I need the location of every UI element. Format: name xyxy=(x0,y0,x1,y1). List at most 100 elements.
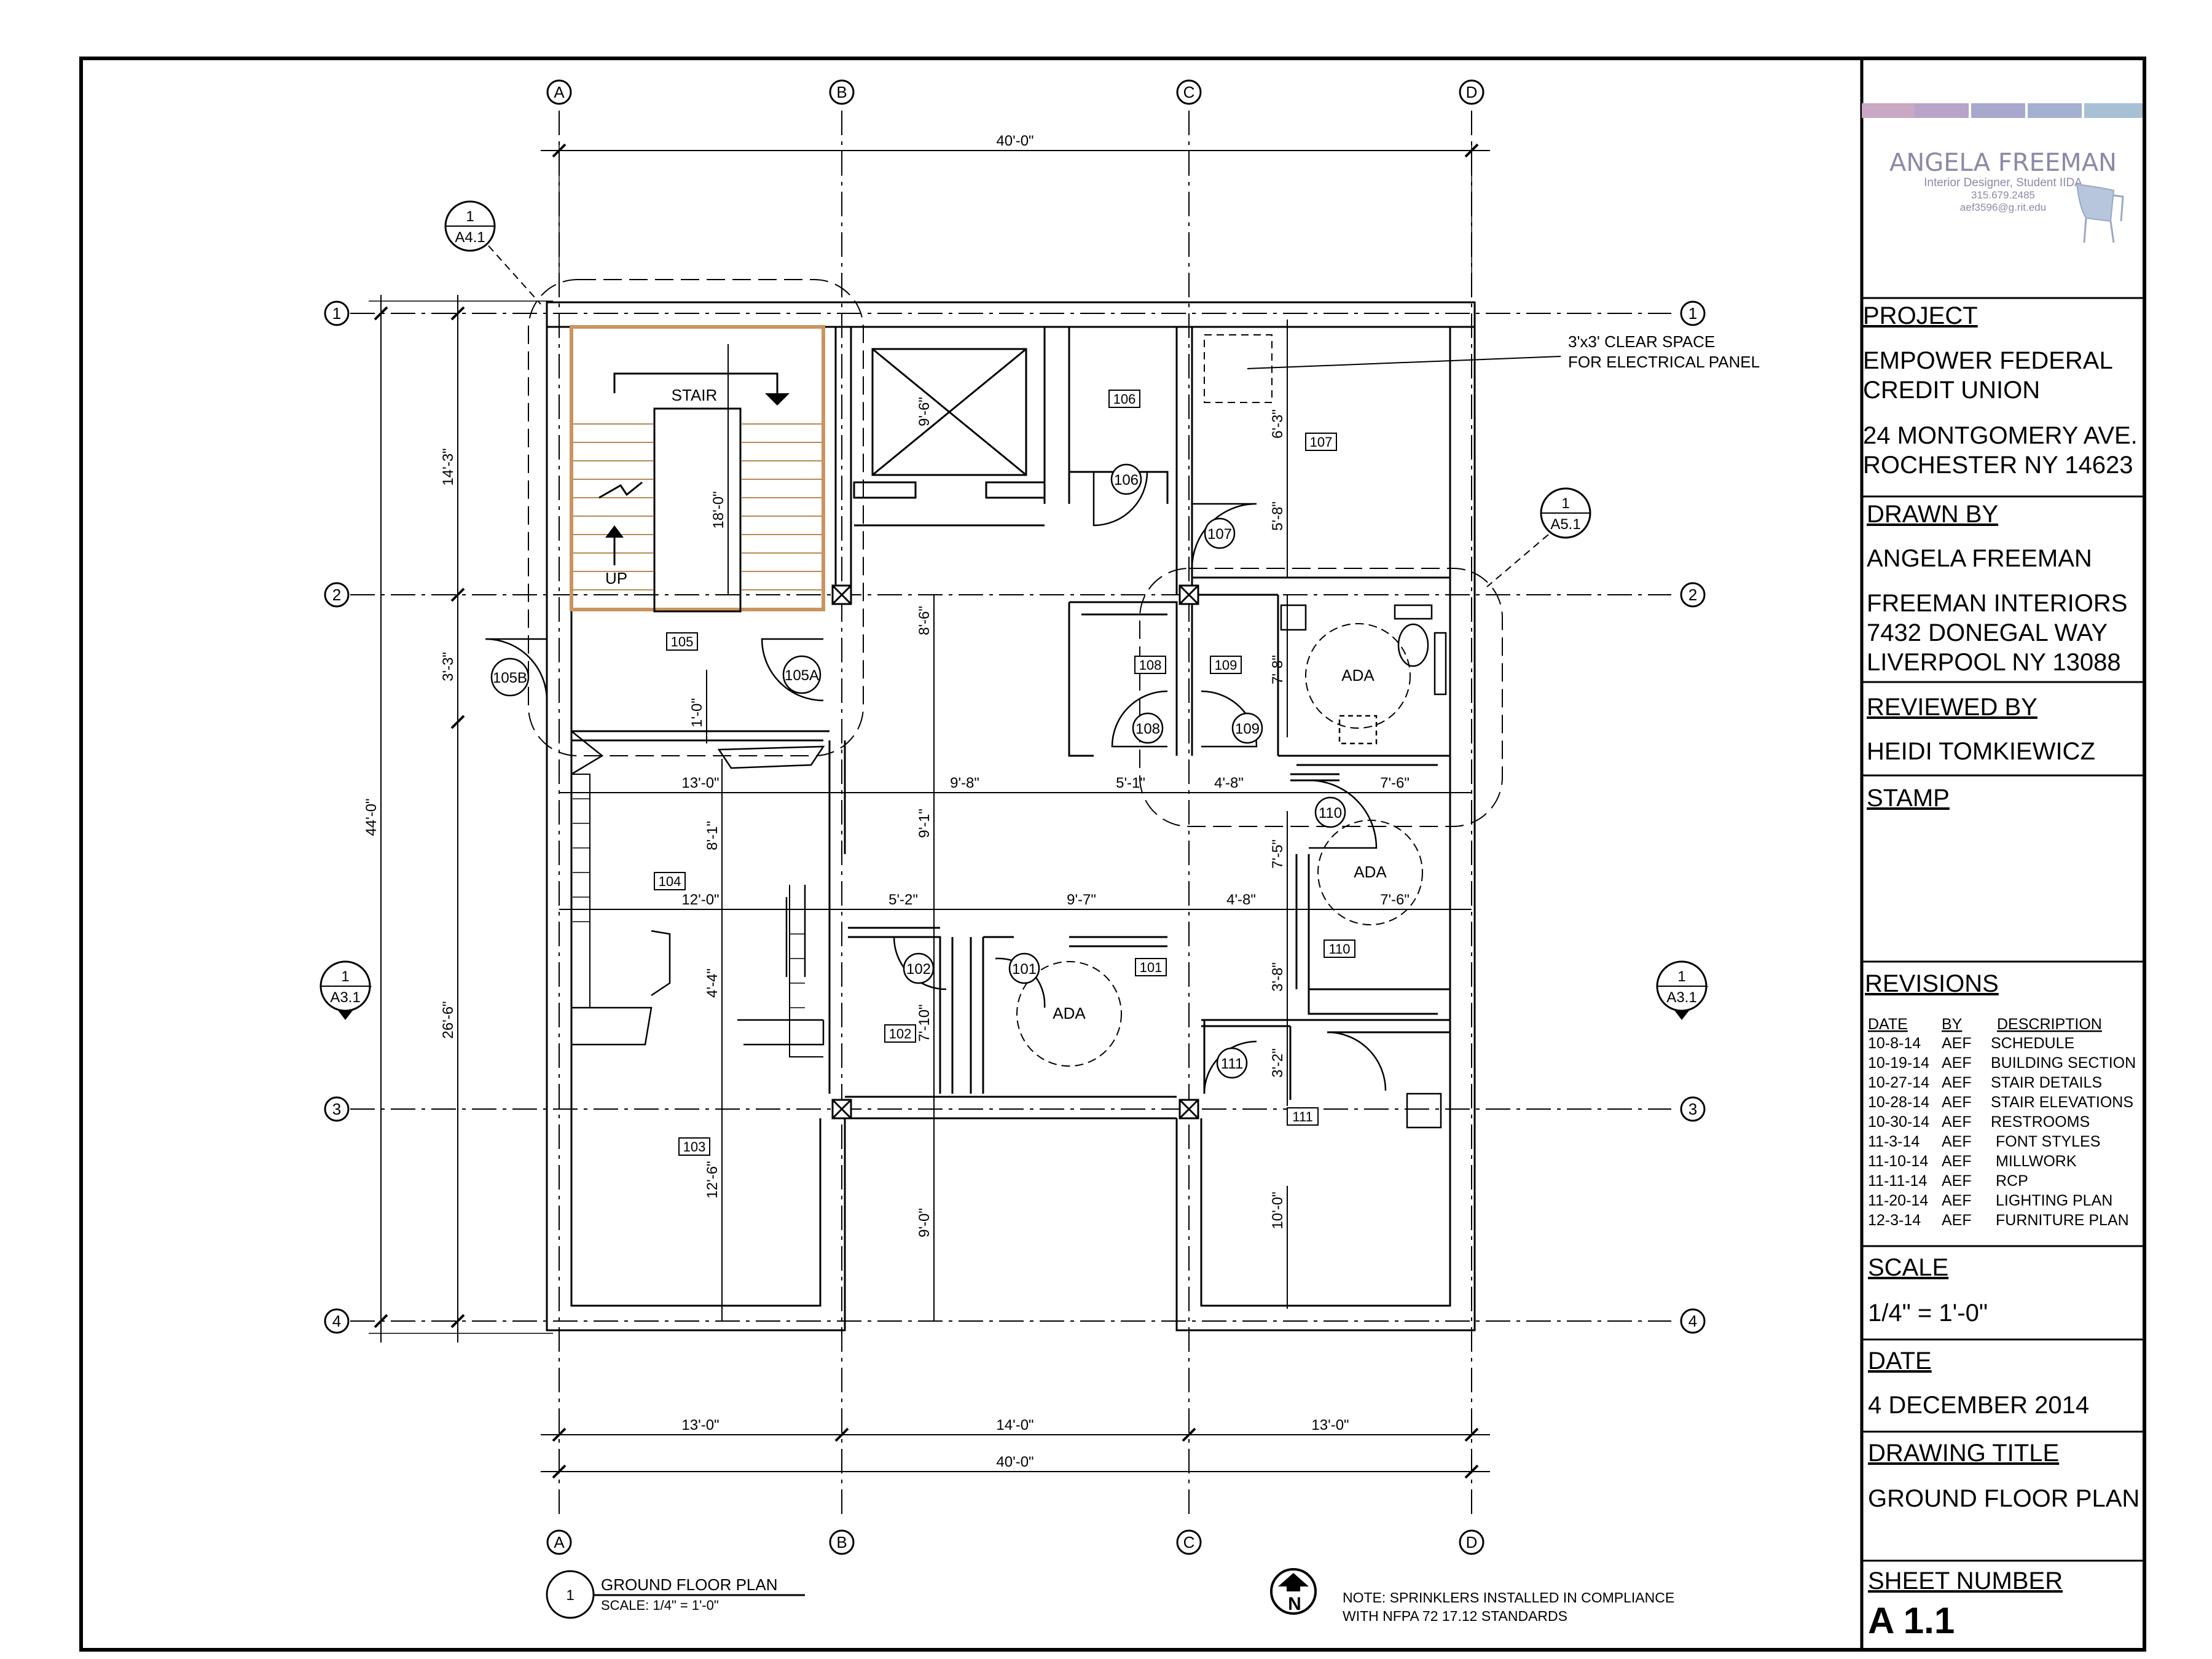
tb-rev-header-desc: DESCRIPTION xyxy=(1997,1016,2102,1033)
grid-bubble-2-right xyxy=(1680,582,1706,608)
dim-110: 7'-5" xyxy=(1269,839,1286,869)
grid-bubble-b-bottom xyxy=(829,1529,855,1555)
grid-label-a-top: A xyxy=(554,83,565,101)
room-tag-106: 106 xyxy=(1113,391,1136,407)
titleblock-rules xyxy=(1862,297,2144,1562)
dim-109-width: 4'-8" xyxy=(1214,775,1244,791)
dim-104-lower: 4'-4" xyxy=(704,968,721,998)
stair-up-label: UP xyxy=(605,569,627,587)
room-tag-102: 102 xyxy=(889,1026,912,1041)
tb-sheet-label: SHEET NUMBER xyxy=(1868,1567,2063,1594)
detail-callout-regions xyxy=(528,279,1503,827)
door-tag-101: 101 xyxy=(1012,961,1037,978)
sprinkler-note-line-2: WITH NFPA 72 17.12 STANDARDS xyxy=(1343,1608,1567,1624)
room-tag-111: 111 xyxy=(1292,1109,1312,1124)
dim-left-lower: 26'-6" xyxy=(440,1001,457,1038)
dim-bottom-seg-1: 13'-0" xyxy=(681,1417,719,1433)
rev-desc-10: FURNITURE PLAN xyxy=(1996,1212,2129,1229)
designer-name: ANGELA FREEMAN xyxy=(1889,149,2117,177)
dim-corridor-1: 8'-6" xyxy=(916,606,933,635)
grid-label-3-left: 3 xyxy=(332,1100,341,1118)
section-marker-a51 xyxy=(1486,487,1591,587)
rev-desc-6: FONT STYLES xyxy=(1996,1133,2100,1150)
grid-bubble-3-right xyxy=(1680,1096,1706,1122)
rev-by-2: AEF xyxy=(1942,1054,1972,1072)
dim-107-lower: 5'-8" xyxy=(1269,501,1286,531)
sprinkler-note-line-1: NOTE: SPRINKLERS INSTALLED IN COMPLIANCE xyxy=(1343,1590,1674,1606)
dim-overall-bottom: 40'-0" xyxy=(996,1454,1033,1470)
tb-firm-2: 7432 DONEGAL WAY xyxy=(1867,619,2108,646)
grid-label-b-top: B xyxy=(836,83,847,101)
tb-date-value: 4 DECEMBER 2014 xyxy=(1868,1392,2089,1419)
tb-rev-header-by: BY xyxy=(1942,1016,1963,1033)
section-marker-a31-right-num: 1 xyxy=(1677,968,1685,985)
tb-project-label: PROJECT xyxy=(1863,302,1978,329)
tb-date-label: DATE xyxy=(1868,1347,1932,1375)
ada-label-2: ADA xyxy=(1354,863,1387,881)
column-markers xyxy=(831,584,1199,1120)
sheet-border xyxy=(79,57,2146,1652)
dim-ada-width: 7'-6" xyxy=(1380,775,1410,791)
revision-rows: 10-8-14 AEF SCHEDULE 10-19-14 AEF BUILDI… xyxy=(1868,1035,2136,1229)
room-tag-101: 101 xyxy=(1140,960,1163,975)
door-tag-108: 108 xyxy=(1135,721,1160,737)
dim-102-width: 5'-2" xyxy=(888,892,918,908)
rev-date-7: 11-10-14 xyxy=(1868,1153,1928,1170)
grid-label-1-left: 1 xyxy=(332,304,341,323)
dim-corr-5: 9'-0" xyxy=(916,1208,933,1237)
room-tag-104: 104 xyxy=(659,874,681,889)
dim-104-upper: 8'-1" xyxy=(704,821,721,850)
grid-label-4-left: 4 xyxy=(332,1312,341,1330)
swatch-4 xyxy=(2028,103,2082,118)
grid-bubble-1-right xyxy=(1680,300,1706,326)
stair-label: STAIR xyxy=(672,386,718,404)
door-tag-110: 110 xyxy=(1319,805,1342,822)
rev-by-10: AEF xyxy=(1942,1212,1972,1229)
designer-role: Interior Designer, Student IIDA xyxy=(1924,176,2082,189)
tb-project-name-2: CREDIT UNION xyxy=(1863,377,2040,404)
dim-corr-4: 3'-8" xyxy=(1269,962,1286,992)
rev-date-1: 10-8-14 xyxy=(1868,1035,1921,1052)
room-tag-108: 108 xyxy=(1139,657,1162,673)
dim-110-width: 7'-6" xyxy=(1380,892,1410,908)
section-marker-a31-right-sheet: A3.1 xyxy=(1666,989,1696,1006)
plan-title-scale: SCALE: 1/4" = 1'-0" xyxy=(601,1598,719,1613)
grid-bubble-a-top xyxy=(546,79,572,105)
tb-sheet-value: A 1.1 xyxy=(1868,1600,1955,1641)
rev-desc-9: LIGHTING PLAN xyxy=(1996,1192,2112,1209)
dim-107-upper: 6'-3" xyxy=(1269,409,1286,439)
tb-stamp-label: STAMP xyxy=(1867,785,1950,812)
grid-label-2-right: 2 xyxy=(1688,586,1697,604)
rev-date-5: 10-30-14 xyxy=(1868,1113,1929,1131)
rev-by-9: AEF xyxy=(1942,1192,1972,1209)
dim-left-upper: 14'-3" xyxy=(440,448,457,485)
dim-103: 12'-6" xyxy=(704,1161,721,1198)
rev-desc-2: BUILDING SECTION xyxy=(1991,1054,2136,1072)
swatch-1 xyxy=(1862,103,1916,118)
plan-title: GROUND FLOOR PLAN xyxy=(601,1575,778,1594)
dim-left-mid: 3'-3" xyxy=(440,652,457,681)
chair-logo-icon xyxy=(2076,183,2124,243)
rev-date-3: 10-27-14 xyxy=(1868,1074,1929,1091)
elevator-shaft xyxy=(853,348,1046,499)
door-tag-106: 106 xyxy=(1114,472,1139,488)
electrical-note-line-2: FOR ELECTRICAL PANEL xyxy=(1568,353,1760,371)
tb-drawn-label: DRAWN BY xyxy=(1867,501,1998,528)
tb-scale-value: 1/4" = 1'-0" xyxy=(1868,1300,1988,1327)
door-tag-109: 109 xyxy=(1235,721,1260,737)
door-tag-102: 102 xyxy=(906,961,931,978)
rev-desc-1: SCHEDULE xyxy=(1991,1035,2074,1052)
grid-bubble-3-left xyxy=(324,1096,350,1122)
rev-by-1: AEF xyxy=(1942,1035,1972,1052)
designer-email: aef3596@g.rit.edu xyxy=(1960,202,2046,213)
rev-by-7: AEF xyxy=(1942,1153,1972,1170)
grid-label-2-left: 2 xyxy=(332,586,341,604)
section-marker-a31-left-num: 1 xyxy=(341,968,349,985)
ada-turning-circles xyxy=(1016,623,1423,1067)
tb-firm-1: FREEMAN INTERIORS xyxy=(1867,590,2127,617)
tb-reviewed-name: HEIDI TOMKIEWICZ xyxy=(1867,738,2095,765)
grid-bubble-4-right xyxy=(1680,1308,1706,1334)
tb-project-name-1: EMPOWER FEDERAL xyxy=(1863,347,2113,374)
rev-desc-8: RCP xyxy=(1996,1172,2028,1190)
dim-left-overall: 44'-0" xyxy=(363,798,380,836)
